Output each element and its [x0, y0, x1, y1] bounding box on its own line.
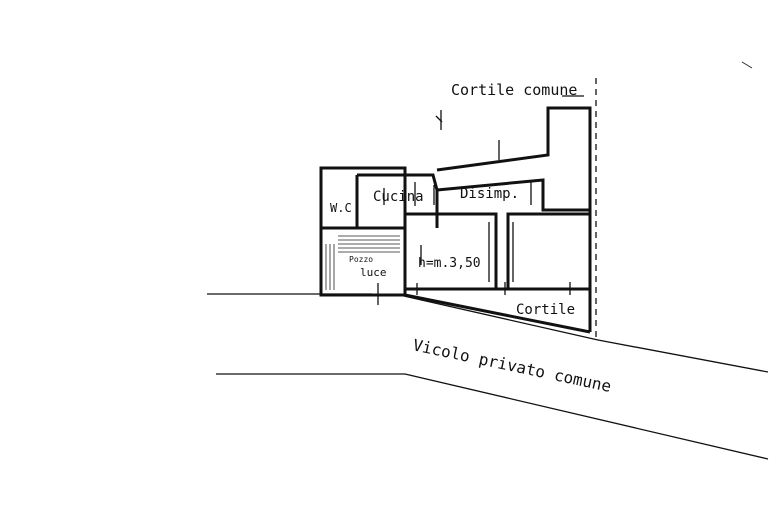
label-cucina: Cucina	[373, 189, 424, 205]
cortile-comune-boundary	[595, 61, 753, 340]
label-pozzo: Pozzo	[349, 255, 373, 264]
label-wc: W.C	[330, 201, 352, 215]
label-height: h=m.3,50	[418, 256, 481, 271]
label-luce: luce	[360, 266, 387, 279]
vicolo-lines	[207, 293, 769, 460]
label-cortile: Cortile	[516, 302, 575, 318]
stair-symbol	[325, 235, 400, 290]
label-disimpegno: Disimp.	[460, 186, 519, 202]
building-outline	[319, 106, 592, 334]
openings	[377, 95, 584, 305]
label-vicolo-privato-comune: Vicolo privato comune	[411, 335, 613, 396]
label-cortile-comune: Cortile comune	[451, 81, 577, 99]
